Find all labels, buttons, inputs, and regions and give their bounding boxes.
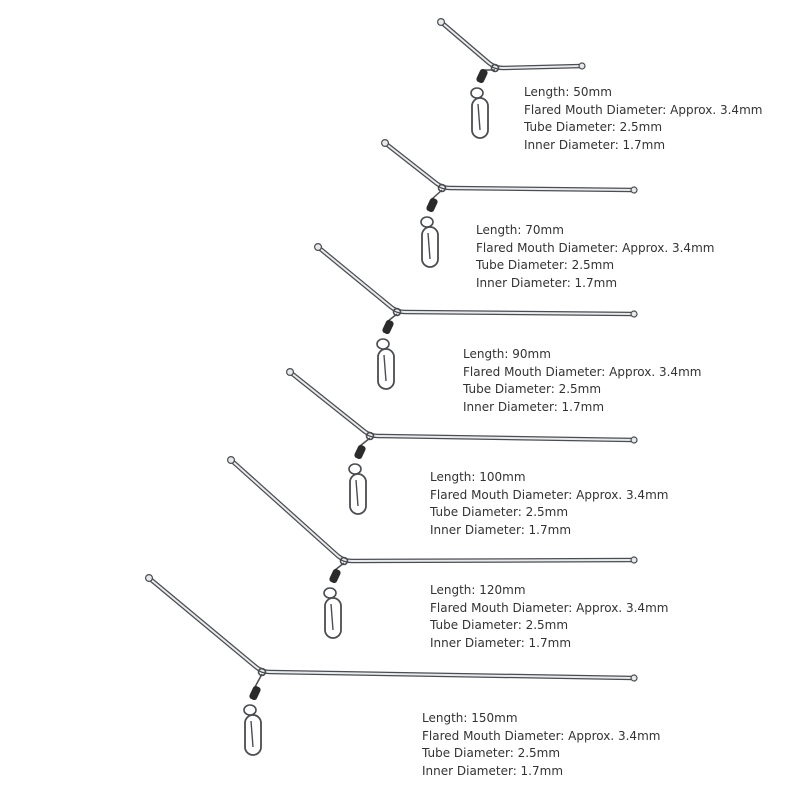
boom-rig — [437, 18, 586, 139]
tube-end — [630, 556, 638, 564]
boom-rig — [381, 139, 638, 268]
spec-tube-diameter: Tube Diameter: 2.5mm — [422, 746, 561, 760]
spec-length: Length: 50mm — [524, 85, 612, 99]
spec-block-120mm: Length: 120mm Flared Mouth Diameter: App… — [430, 582, 668, 652]
spec-block-70mm: Length: 70mm Flared Mouth Diameter: Appr… — [476, 222, 714, 292]
snap-clip — [377, 348, 395, 390]
flared-mouth — [227, 456, 236, 465]
boom-tube-highlight — [230, 459, 635, 562]
spec-flared-mouth: Flared Mouth Diameter: Approx. 3.4mm — [524, 102, 763, 117]
swivel-ring — [470, 87, 484, 99]
spec-flared-mouth: Flared Mouth Diameter: Approx. 3.4mm — [430, 600, 669, 615]
spec-length: Length: 70mm — [476, 223, 564, 237]
connector-wire — [359, 437, 371, 447]
spec-length: Length: 100mm — [430, 470, 526, 484]
spec-inner-diameter: Inner Diameter: 1.7mm — [476, 275, 618, 290]
spec-block-50mm: Length: 50mm Flared Mouth Diameter: Appr… — [524, 84, 762, 154]
boom-tube-highlight — [384, 142, 635, 191]
barrel-swivel — [354, 444, 366, 460]
swivel-ring — [420, 216, 434, 228]
boom-rig — [314, 243, 638, 390]
snap-latch — [477, 103, 481, 131]
barrel-swivel — [382, 319, 394, 335]
flared-mouth — [286, 368, 295, 377]
boom-rig — [227, 456, 638, 639]
flared-mouth — [437, 18, 446, 27]
spec-inner-diameter: Inner Diameter: 1.7mm — [463, 399, 605, 414]
swivel-ring — [323, 587, 337, 599]
connector-wire — [431, 189, 443, 200]
tube-end — [578, 62, 586, 70]
bend-ring — [339, 556, 349, 566]
bend-ring — [392, 307, 402, 317]
tube-end — [630, 436, 638, 444]
spec-inner-diameter: Inner Diameter: 1.7mm — [430, 635, 572, 650]
snap-clip — [244, 714, 262, 756]
spec-block-90mm: Length: 90mm Flared Mouth Diameter: Appr… — [463, 346, 701, 416]
snap-clip — [324, 597, 342, 639]
spec-flared-mouth: Flared Mouth Diameter: Approx. 3.4mm — [422, 728, 661, 743]
spec-inner-diameter: Inner Diameter: 1.7mm — [422, 763, 564, 778]
barrel-swivel — [329, 568, 341, 584]
barrel-swivel — [426, 197, 438, 213]
spec-tube-diameter: Tube Diameter: 2.5mm — [430, 618, 569, 632]
spec-inner-diameter: Inner Diameter: 1.7mm — [430, 522, 572, 537]
boom-tube-highlight — [289, 371, 635, 441]
spec-flared-mouth: Flared Mouth Diameter: Approx. 3.4mm — [476, 240, 715, 255]
boom-rig — [286, 368, 638, 515]
spec-length: Length: 150mm — [422, 711, 518, 725]
swivel-ring — [348, 463, 362, 475]
spec-block-150mm: Length: 150mm Flared Mouth Diameter: App… — [422, 710, 660, 780]
connector-wire — [254, 673, 263, 688]
bend-ring — [365, 431, 375, 441]
spec-tube-diameter: Tube Diameter: 2.5mm — [463, 382, 602, 396]
spec-tube-diameter: Tube Diameter: 2.5mm — [476, 258, 615, 272]
boom-tube-highlight — [317, 246, 635, 315]
connector-wire — [334, 562, 345, 571]
snap-latch — [250, 720, 254, 748]
spec-tube-diameter: Tube Diameter: 2.5mm — [524, 120, 663, 134]
snap-latch — [427, 232, 431, 260]
tube-end — [630, 674, 638, 682]
connector-wire — [387, 313, 398, 322]
spec-length: Length: 90mm — [463, 347, 551, 361]
spec-flared-mouth: Flared Mouth Diameter: Approx. 3.4mm — [430, 487, 669, 502]
snap-clip — [471, 97, 489, 139]
snap-latch — [330, 603, 334, 631]
spec-flared-mouth: Flared Mouth Diameter: Approx. 3.4mm — [463, 364, 702, 379]
bend-ring — [490, 63, 500, 73]
flared-mouth — [314, 243, 323, 252]
spec-tube-diameter: Tube Diameter: 2.5mm — [430, 505, 569, 519]
snap-latch — [383, 354, 387, 382]
tube-end — [630, 186, 638, 194]
snap-clip — [349, 473, 367, 515]
snap-latch — [355, 479, 359, 507]
tube-end — [630, 310, 638, 318]
snap-clip — [421, 226, 439, 268]
boom-tube-highlight — [148, 577, 635, 679]
boom-rig — [145, 573, 638, 756]
boom-tube-outline — [438, 19, 585, 71]
barrel-swivel — [249, 685, 261, 701]
spec-block-100mm: Length: 100mm Flared Mouth Diameter: App… — [430, 469, 668, 539]
flared-mouth — [145, 573, 154, 582]
barrel-swivel — [476, 68, 488, 84]
spec-inner-diameter: Inner Diameter: 1.7mm — [524, 137, 666, 152]
spec-length: Length: 120mm — [430, 583, 526, 597]
swivel-ring — [376, 338, 390, 350]
flared-mouth — [381, 139, 390, 148]
boom-tube-highlight — [440, 21, 583, 69]
swivel-ring — [243, 704, 257, 716]
bend-ring — [437, 183, 447, 193]
